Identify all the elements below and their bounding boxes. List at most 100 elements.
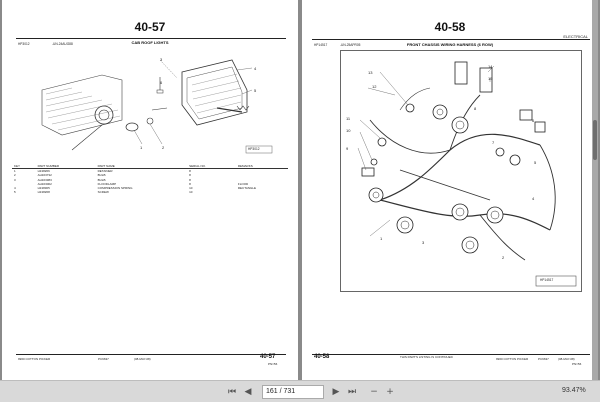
wiring-harness-illustration xyxy=(357,61,577,287)
zoom-out-icon[interactable]: − xyxy=(370,387,378,397)
page-40-57: 40-57 HP3012 -UN-24AUG88 CAB ROOF LIGHTS xyxy=(2,0,298,380)
cell: 8 xyxy=(189,173,191,178)
cell: 8 xyxy=(189,181,191,186)
col-key: KEY xyxy=(12,164,36,170)
cell: COMPRESSION SPRING xyxy=(97,186,133,191)
footer-rule xyxy=(312,354,590,355)
figure-tag: HP14517 xyxy=(540,278,554,282)
cell: RETAINER xyxy=(97,169,113,174)
vertical-scrollbar[interactable] xyxy=(592,0,598,380)
col-serial: SERIAL NO. xyxy=(187,164,236,170)
callout-5: 5 xyxy=(534,160,537,165)
parts-table: KEY PART NUMBER PART NAME SERIAL NO. REM… xyxy=(12,164,288,194)
cell: H138305 xyxy=(37,186,50,191)
scrollbar-thumb[interactable] xyxy=(593,120,597,160)
cell: H138266 xyxy=(37,169,50,174)
cell: 10 xyxy=(189,186,193,191)
footer-model: 9960 COTTON PICKER xyxy=(496,357,529,361)
table-row: 2 AH163732 BULB 8 xyxy=(12,173,288,177)
callout-11: 11 xyxy=(346,116,351,121)
footer-pn: PN=56 xyxy=(572,362,582,366)
table-row: AH163002 FLOODLAMP 8 FLOOD xyxy=(12,182,288,186)
page-40-58: 40-58 ELECTRICAL HP14517 -UN-25APR05 FRO… xyxy=(302,0,598,380)
callout-1: 1 xyxy=(380,236,383,241)
zoom-in-icon[interactable]: + xyxy=(386,387,394,397)
figure-title: CAB ROOF LIGHTS xyxy=(131,40,169,45)
cell: 3 xyxy=(14,177,16,182)
footer-pc: PC9637 xyxy=(98,357,109,361)
footer-model: 9960 COTTON PICKER xyxy=(18,357,51,361)
callout-10: 10 xyxy=(346,128,351,133)
footer-notice: THIS PART'S LISTING IS CONTINUED xyxy=(400,355,453,359)
cell: 1 xyxy=(14,169,16,174)
callout-14: 14 xyxy=(488,64,493,69)
section-label: ELECTRICAL xyxy=(563,34,588,39)
footer-pn: PN=56 xyxy=(268,362,278,366)
callout-6: 6 xyxy=(160,80,163,85)
cell: BULB xyxy=(97,173,106,178)
cell: 8 xyxy=(189,177,191,182)
last-page-icon[interactable]: ⏭ xyxy=(347,387,357,397)
footer-pc: PC9637 xyxy=(538,357,549,361)
callout-3: 3 xyxy=(160,57,163,62)
footer-rule xyxy=(16,354,286,355)
table-header-row: KEY PART NUMBER PART NAME SERIAL NO. REM… xyxy=(12,164,288,170)
cell: 2 xyxy=(14,173,16,178)
cell: H138268 xyxy=(37,190,50,195)
table-row: 3 AH163383 BULB 8 xyxy=(12,178,288,182)
callout-2: 2 xyxy=(162,145,165,150)
zoom-level[interactable]: 93.47% xyxy=(562,387,586,394)
callout-2: 2 xyxy=(502,255,505,260)
callout-15: 15 xyxy=(488,76,493,81)
callout-8: 8 xyxy=(474,106,477,111)
cab-roof-lights-illustration xyxy=(41,59,273,154)
callout-5: 5 xyxy=(254,88,257,93)
footer-date: (08-MAY-08) xyxy=(134,357,151,361)
cell xyxy=(236,190,288,194)
callout-1: 1 xyxy=(140,145,143,150)
page-number: 40-58 xyxy=(434,20,466,34)
callout-3: 3 xyxy=(422,240,425,245)
figure-title: FRONT CHASSIS WIRING HARNESS (6 ROW) xyxy=(406,42,494,47)
col-remarks: REMARKS xyxy=(235,164,288,170)
next-page-icon[interactable]: ▶ xyxy=(332,387,340,397)
figure-code: -UN-24AUG88 xyxy=(52,42,73,46)
col-part-name: PART NAME xyxy=(95,164,188,170)
footer-date: (08-MAY-08) xyxy=(558,357,575,361)
figure-ref: HP3012 xyxy=(18,42,30,46)
table-row: 4 H138305 COMPRESSION SPRING 10 RECTANGL… xyxy=(12,186,288,190)
table-row: 1 H138266 RETAINER 8 xyxy=(12,169,288,174)
callout-6: 6 xyxy=(532,118,535,123)
callout-13: 13 xyxy=(368,70,373,75)
cell: SCREW xyxy=(97,190,109,195)
page-number: 40-57 xyxy=(134,20,166,34)
cell: BULB xyxy=(97,177,106,182)
cell: AH163002 xyxy=(37,181,52,186)
table-row: 5 H138268 SCREW 10 xyxy=(12,190,288,194)
viewer-toolbar: ⏮ ◀ 161 / 731 ▶ ⏭ − + 93.47% xyxy=(0,380,600,402)
cell: 10 xyxy=(189,190,193,195)
figure-tag: HP3012 xyxy=(248,147,260,151)
figure-code: -UN-25APR05 xyxy=(340,43,361,47)
figure-frame xyxy=(340,50,582,292)
callout-4: 4 xyxy=(532,196,535,201)
cell: 5 xyxy=(14,190,16,195)
cell: FLOODLAMP xyxy=(97,181,117,186)
callout-12: 12 xyxy=(372,84,377,89)
callout-4: 4 xyxy=(254,66,257,71)
callout-9: 9 xyxy=(346,146,349,151)
footer-page-number: 40-58 xyxy=(314,354,330,360)
page-indicator-input[interactable]: 161 / 731 xyxy=(262,385,324,399)
cell: AH163732 xyxy=(37,173,52,178)
cell: RECTANGLE xyxy=(237,186,257,191)
header-rule xyxy=(16,38,286,39)
header-rule xyxy=(312,39,590,40)
footer-page-number: 40-57 xyxy=(260,354,276,360)
first-page-icon[interactable]: ⏮ xyxy=(227,387,237,397)
previous-page-icon[interactable]: ◀ xyxy=(244,387,252,397)
col-part-number: PART NUMBER xyxy=(35,164,96,170)
cell: AH163383 xyxy=(37,177,52,182)
cell: 4 xyxy=(14,186,16,191)
cell: FLOOD xyxy=(237,181,249,186)
